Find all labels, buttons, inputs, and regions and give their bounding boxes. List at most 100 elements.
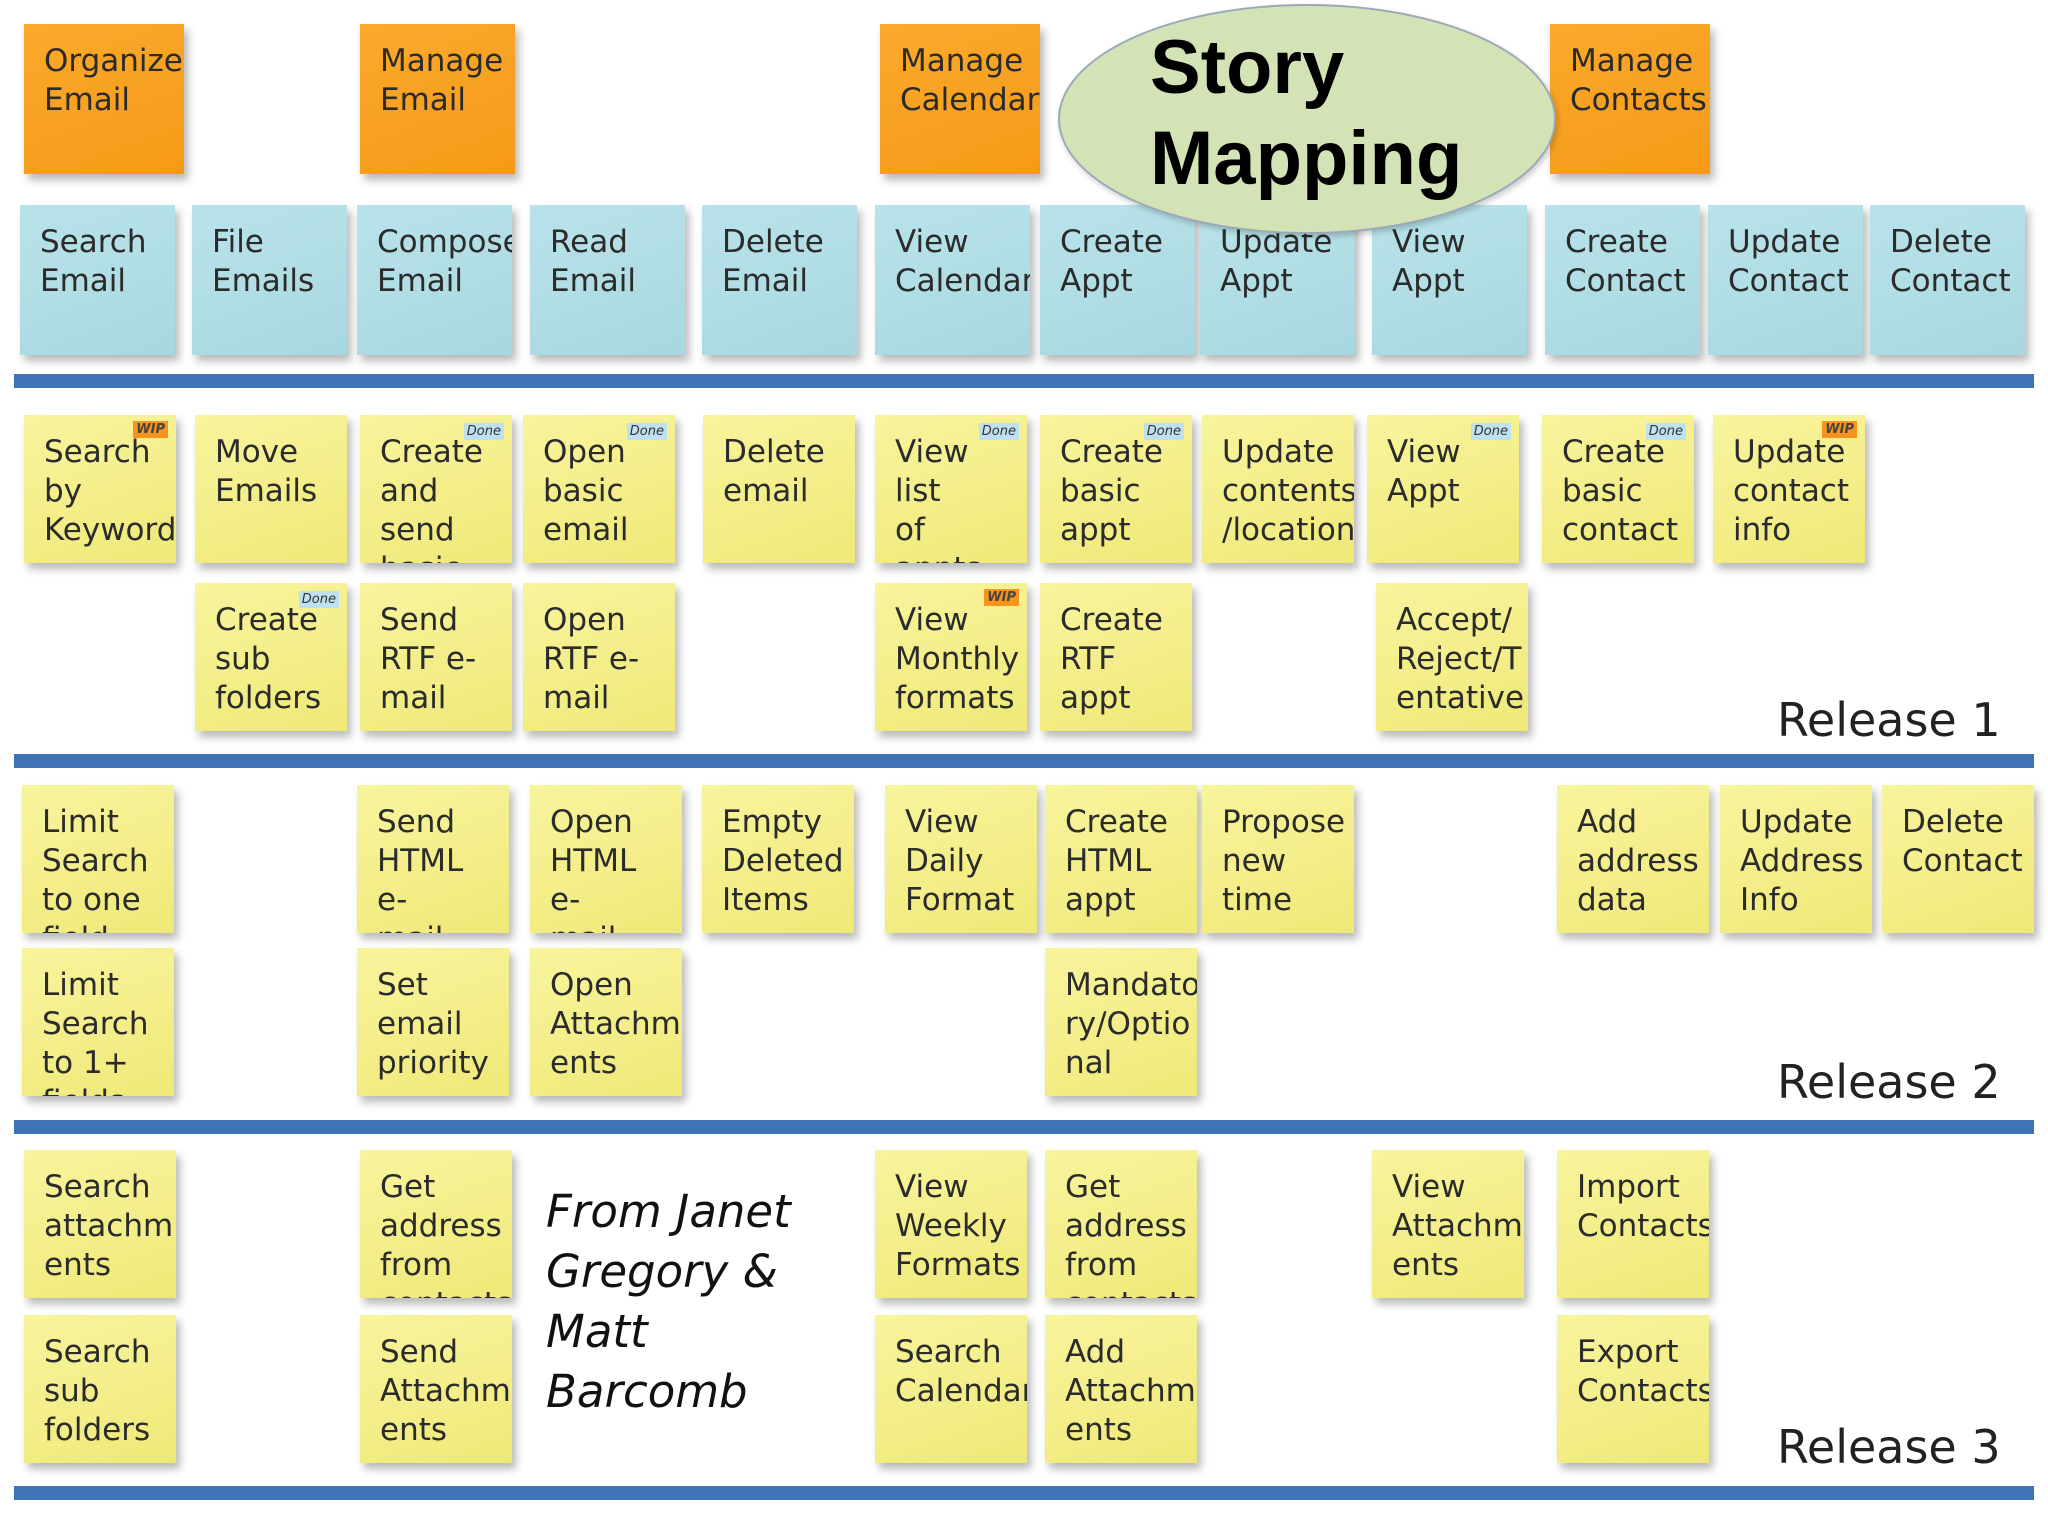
story-note-label: View Weekly Formats [895, 1169, 1021, 1284]
story-note-label: Search Calendar [895, 1334, 1027, 1410]
story-note-label: Accept/ Reject/T entative [1396, 602, 1525, 717]
task-note-label: Update Contact [1728, 224, 1849, 300]
story-note-label: Move Emails [215, 434, 318, 510]
story-note-label: View list of appts [895, 434, 982, 563]
task-note: Read Email [530, 205, 685, 355]
story-note: Send RTF e- mail [360, 583, 512, 731]
story-note-label: Open Attachm ents [550, 967, 681, 1082]
story-note: Set email priority [357, 948, 509, 1096]
done-badge: Done [978, 423, 1019, 440]
task-note-label: Read Email [550, 224, 637, 300]
activity-note-label: Manage Calendar [900, 43, 1040, 119]
release-label: Release 1 [1777, 693, 2001, 747]
story-note: Add address data [1557, 785, 1709, 933]
story-note-label: View Appt [1387, 434, 1461, 510]
task-note: View Appt [1372, 205, 1527, 355]
story-note-label: Update Address Info [1740, 804, 1864, 919]
task-note: Compose Email [357, 205, 512, 355]
wip-badge: WIP [133, 421, 168, 438]
task-note-label: File Emails [212, 224, 315, 300]
done-badge: Done [1143, 423, 1184, 440]
story-note: Import Contacts [1557, 1150, 1709, 1298]
story-note-label: Create and send basic email [380, 434, 484, 563]
title-oval [1058, 4, 1556, 234]
task-note: File Emails [192, 205, 347, 355]
task-note: Delete Contact [1870, 205, 2025, 355]
story-note-label: Create basic contact [1562, 434, 1679, 549]
story-note: View Daily Format [885, 785, 1037, 933]
story-note: Accept/ Reject/T entative [1376, 583, 1528, 731]
story-note-label: Open HTML e- mail [550, 804, 637, 933]
story-note-label: Empty Deleted Items [722, 804, 844, 919]
story-note: Send Attachm ents [360, 1315, 512, 1463]
story-note-label: Delete Contact [1902, 804, 2023, 880]
story-note: Create RTF appt [1040, 583, 1192, 731]
story-note-label: Update contact info [1733, 434, 1850, 549]
wip-badge: WIP [984, 589, 1019, 606]
story-note: Mandato ry/Optio nal [1045, 948, 1197, 1096]
task-note: Create Appt [1040, 205, 1195, 355]
story-note-label: Export Contacts [1577, 1334, 1709, 1410]
release-divider [14, 754, 2034, 768]
story-note: Send HTML e- mail [357, 785, 509, 933]
story-note-label: Limit Search to 1+ fields [42, 967, 149, 1096]
task-note-label: View Appt [1392, 224, 1466, 300]
story-note: Create HTML appt [1045, 785, 1197, 933]
task-note-label: Create Appt [1060, 224, 1164, 300]
story-note-label: Set email priority [377, 967, 489, 1082]
story-note-label: Send Attachm ents [380, 1334, 511, 1449]
story-note: Search Calendar [875, 1315, 1027, 1463]
story-note: Delete email [703, 415, 855, 563]
story-note: Get address from contacts [1045, 1150, 1197, 1298]
release-label: Release 2 [1777, 1055, 2001, 1109]
done-badge: Done [298, 591, 339, 608]
story-note-label: Search by Keyword [44, 434, 176, 549]
done-badge: Done [463, 423, 504, 440]
story-note-label: Create basic appt [1060, 434, 1164, 549]
story-note-label: Create sub folders [215, 602, 322, 717]
task-note: Create Contact [1545, 205, 1700, 355]
story-note: Limit Search to one field [22, 785, 174, 933]
activity-note: Manage Email [360, 24, 515, 174]
activity-note: Manage Contacts [1550, 24, 1710, 174]
release-divider [14, 1486, 2034, 1500]
story-note-label: Send HTML e- mail [377, 804, 464, 933]
activity-note: Organize Email [24, 24, 184, 174]
story-note-label: Open RTF e- mail [543, 602, 640, 717]
story-note: Add Attachm ents [1045, 1315, 1197, 1463]
story-note-label: View Monthly formats [895, 602, 1020, 717]
story-note: View Weekly Formats [875, 1150, 1027, 1298]
story-note-label: Create RTF appt [1060, 602, 1164, 717]
story-note-label: Delete email [723, 434, 825, 510]
activity-note-label: Organize Email [44, 43, 183, 119]
release-label: Release 3 [1777, 1420, 2001, 1474]
story-note: Open Attachm ents [530, 948, 682, 1096]
story-note: Open HTML e- mail [530, 785, 682, 933]
task-note-label: Delete Email [722, 224, 824, 300]
story-note: Update Address Info [1720, 785, 1872, 933]
story-note: Move Emails [195, 415, 347, 563]
attribution-text: From Janet Gregory & Matt Barcomb [546, 1185, 791, 1418]
story-note-label: Send RTF e- mail [380, 602, 477, 717]
story-note-label: Add Attachm ents [1065, 1334, 1196, 1449]
backbone-divider [14, 374, 2034, 388]
task-note-label: Search Email [40, 224, 147, 300]
release-divider [14, 1120, 2034, 1134]
story-note: Limit Search to 1+ fields [22, 948, 174, 1096]
story-note-label: View Attachm ents [1392, 1169, 1523, 1284]
task-note-label: Update Appt [1220, 224, 1333, 300]
story-note: Search attachm ents [24, 1150, 176, 1298]
done-badge: Done [1645, 423, 1686, 440]
story-note-label: Update contents /location [1222, 434, 1354, 549]
story-note-label: Search sub folders [44, 1334, 151, 1449]
story-note: Empty Deleted Items [702, 785, 854, 933]
task-note-label: Delete Contact [1890, 224, 2011, 300]
task-note: Search Email [20, 205, 175, 355]
